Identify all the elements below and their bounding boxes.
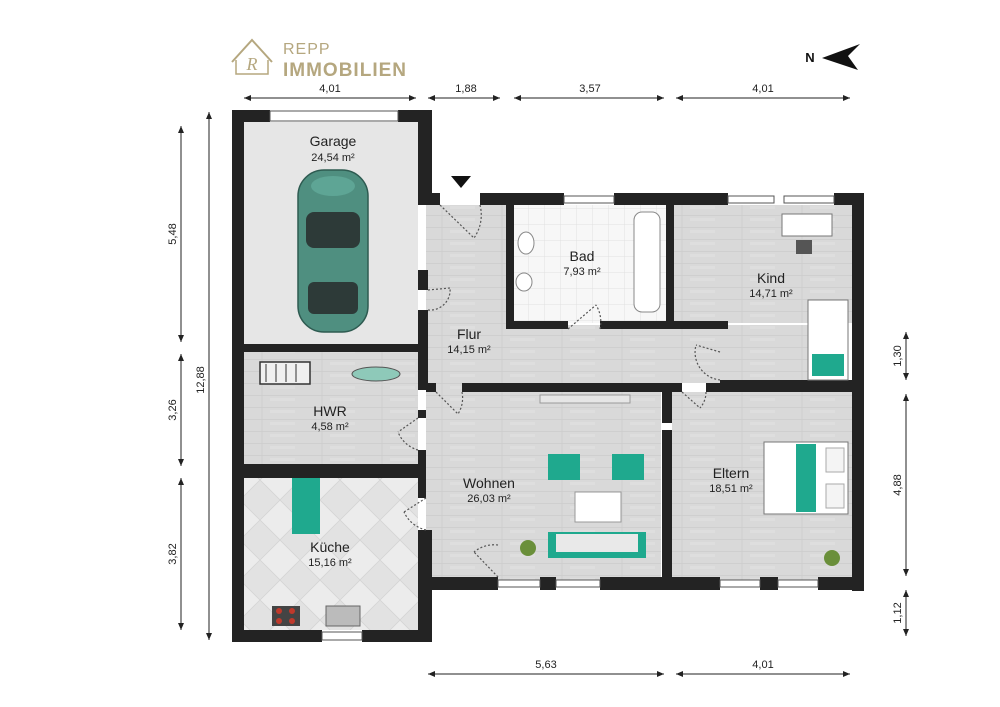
tv-sideboard-icon (539, 394, 631, 404)
furniture (259, 169, 849, 627)
dim-left-2: 3,26 (167, 399, 179, 420)
ironing-board-icon (351, 366, 401, 382)
room-garage-area: 24,54 m² (311, 152, 355, 164)
window-eltern-1 (719, 579, 761, 588)
dim-bottom-2: 4,01 (752, 659, 773, 671)
dimension-arrowheads (178, 95, 909, 677)
flur-corridor-floor (506, 325, 844, 383)
armchair-icon (548, 454, 580, 480)
room-kind-area: 14,71 m² (749, 288, 793, 300)
door-bad (567, 304, 602, 330)
room-bad-area: 7,93 m² (563, 266, 601, 278)
dim-left-3: 3,82 (167, 543, 179, 564)
sink-bad-icon (515, 272, 533, 292)
door-eltern (681, 391, 707, 409)
window-bad (563, 195, 615, 204)
door-kueche (403, 497, 427, 531)
north-label: N (805, 50, 814, 65)
room-labels: Garage 24,54 m² Bad 7,93 m² Kind 14,71 m… (308, 133, 793, 569)
windows (269, 110, 835, 641)
room-kind-name: Kind (757, 270, 785, 286)
door-garage (427, 287, 451, 311)
room-kueche-area: 15,16 m² (308, 557, 352, 569)
room-wohnen-name: Wohnen (463, 475, 515, 491)
desk-icon (781, 213, 833, 237)
dim-top-1: 4,01 (319, 83, 340, 95)
north-arrow-icon (822, 44, 860, 70)
coffee-table-icon (574, 491, 622, 523)
house-roof-icon (231, 38, 273, 63)
plant-eltern-icon (824, 550, 840, 566)
window-eltern-2 (777, 579, 819, 588)
dim-top-3: 3,57 (579, 83, 600, 95)
kueche-floor (244, 478, 418, 630)
door-hwr (397, 417, 419, 451)
armchair-icon-2 (612, 454, 644, 480)
window-wohnen-1 (497, 579, 541, 588)
toilet-icon (517, 231, 535, 255)
dining-table-icon (292, 478, 320, 534)
room-bad-name: Bad (570, 248, 595, 264)
room-flur-name: Flur (457, 326, 481, 342)
dim-top-2: 1,88 (455, 83, 476, 95)
door-kind (694, 344, 721, 381)
car-icon (297, 169, 369, 333)
north-compass: N (805, 44, 860, 70)
plant-wohnen-icon (520, 540, 536, 556)
entrance-arrow-icon (451, 176, 471, 188)
dim-bottom-1: 5,63 (535, 659, 556, 671)
logo-line1: REPP (283, 41, 331, 58)
room-eltern-name: Eltern (713, 465, 750, 481)
bathtub-icon (633, 211, 661, 313)
dim-top-4: 4,01 (752, 83, 773, 95)
dim-right-3: 1,12 (892, 602, 904, 623)
chair-kind-icon (796, 240, 812, 254)
dim-left-total: 12,88 (195, 366, 207, 394)
doors (397, 204, 721, 578)
room-flur-area: 14,15 m² (447, 344, 491, 356)
door-entrance (439, 204, 482, 239)
dim-right-1: 1,30 (892, 345, 904, 366)
drying-rack-icon (259, 361, 311, 385)
garage-door (269, 110, 399, 122)
company-logo: R REPP IMMOBILIEN (231, 38, 407, 81)
room-hwr-name: HWR (313, 403, 346, 419)
window-kind-2 (783, 195, 835, 204)
dimension-lines (180, 97, 907, 675)
dimension-labels: 4,01 1,88 3,57 4,01 5,63 4,01 5,48 3,26 … (167, 83, 904, 671)
dim-right-2: 4,88 (892, 474, 904, 495)
sink-icon (325, 605, 361, 627)
door-terrace (473, 544, 499, 578)
window-kind-1 (727, 195, 775, 204)
window-wohnen-2 (555, 579, 601, 588)
dim-left-1: 5,48 (167, 223, 179, 244)
window-kueche (321, 631, 363, 641)
room-hwr-area: 4,58 m² (311, 421, 349, 433)
floors (244, 122, 852, 630)
room-kueche-name: Küche (310, 539, 350, 555)
logo-monogram: R (246, 54, 258, 74)
logo-line2: IMMOBILIEN (283, 60, 407, 81)
stove-icon (272, 606, 300, 626)
room-garage-name: Garage (310, 133, 357, 149)
room-wohnen-area: 26,03 m² (467, 493, 511, 505)
room-eltern-area: 18,51 m² (709, 483, 753, 495)
walls (232, 110, 864, 642)
door-wohnen (435, 391, 464, 415)
